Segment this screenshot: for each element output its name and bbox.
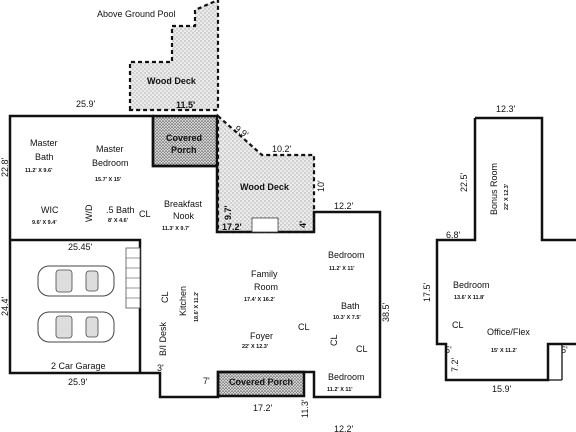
foyer-size: 22' X 12.3' [242, 344, 269, 350]
bedroom-3-label: Bedroom [328, 372, 365, 382]
dimension-label: 11.5' [176, 100, 195, 110]
covered-porch-front-shape [216, 370, 306, 398]
dimension-label: 12.2' [334, 201, 354, 211]
dimension-label: 10' [316, 180, 326, 192]
main-house-outline [8, 114, 382, 399]
bedroom-3-size: 11.2' X 11' [327, 387, 353, 393]
dimension-label: 25.9' [76, 99, 96, 109]
dimension-label: 22.5' [459, 172, 469, 192]
wic-size: 9.6' X 9.4' [32, 220, 57, 226]
master-bedroom-label-2: Bedroom [92, 158, 129, 168]
deck-stairs [251, 217, 279, 233]
bedroom-up-size: 13.6' X 11.8' [454, 295, 485, 301]
wood-deck-top-label: Wood Deck [147, 76, 197, 86]
office-flex-label: Office/Flex [487, 327, 530, 337]
bath-2-label: Bath [341, 301, 360, 311]
kitchen-size: 18.6' X 11.2' [194, 291, 200, 322]
closet-label: CL [160, 291, 170, 303]
dimension-label: 6.8' [446, 230, 461, 240]
dimension-label: 3' [157, 363, 164, 373]
dimension-label: 25.9' [68, 377, 88, 387]
wood-deck-top-shape [128, 0, 220, 112]
breakfast-nook-label-2: Nook [173, 211, 195, 221]
dimension-label: 24.4' [0, 296, 10, 316]
desk-label: B/I Desk [158, 321, 168, 356]
master-bedroom-label: Master [96, 144, 124, 154]
office-flex-size: 15' X 11.2' [491, 348, 518, 354]
car-icon [37, 265, 115, 297]
wic-label: WIC [41, 205, 59, 215]
foyer-label: Foyer [250, 331, 273, 341]
dimension-label: 17.2' [222, 222, 242, 232]
closet-label: CL [139, 209, 151, 219]
upper-floor-stair [548, 343, 576, 381]
upper-floor-outline [435, 116, 576, 382]
garage-walls [10, 238, 142, 373]
family-room-label: Family [251, 269, 278, 279]
dimension-label: 25.45' [68, 242, 93, 252]
family-room-label-2: Room [254, 282, 278, 292]
covered-porch-top-label: Covered [166, 133, 202, 143]
covered-porch-top-label-2: Porch [171, 145, 197, 155]
wood-deck-right-label: Wood Deck [240, 182, 290, 192]
closet-label: CL [298, 322, 310, 332]
bonus-room-label: Bonus Room [489, 163, 499, 215]
kitchen-label: Kitchen [178, 286, 188, 316]
dimension-label: 5' [561, 345, 568, 355]
dimension-label: 12.2' [334, 424, 354, 432]
half-bath-size: 8' X 4.6' [108, 218, 129, 224]
garage-step-lines [126, 257, 140, 299]
covered-porch-front-label: Covered Porch [229, 377, 293, 387]
dimension-label: 7.2' [450, 357, 460, 372]
bedroom-2-label: Bedroom [328, 250, 365, 260]
master-bath-label-2: Bath [35, 152, 54, 162]
master-bath-label: Master [30, 138, 58, 148]
closet-label: CL [452, 320, 464, 330]
dimension-label: 17.2' [253, 403, 273, 413]
garage-label: 2 Car Garage [51, 361, 106, 371]
pool-label: Above Ground Pool [97, 9, 176, 19]
bedroom-up-label: Bedroom [453, 280, 490, 290]
dimension-label: 11.3' [300, 399, 310, 418]
dimension-label: 38.5' [381, 302, 391, 322]
dimension-label: 15.9' [492, 384, 512, 394]
bonus-room-size: 22' X 12.3' [504, 183, 510, 210]
closet-label: CL [356, 344, 368, 354]
bedroom-2-size: 11.2' X 11' [329, 266, 355, 272]
breakfast-nook-size: 11.3' X 9.7' [162, 226, 190, 232]
breakfast-nook-label: Breakfast [164, 199, 203, 209]
closet-label: CL [329, 334, 339, 346]
master-bedroom-size: 15.7' X 15' [95, 177, 122, 183]
master-bath-size: 11.2' X 9.6' [25, 168, 53, 174]
dimension-label: 7' [203, 376, 210, 386]
half-bath-label: .5 Bath [106, 205, 135, 215]
dimension-label: 17.5' [422, 282, 432, 302]
dimension-label: 9.7' [223, 205, 233, 220]
dimension-label: 12.3' [496, 104, 516, 114]
dimension-label: 22.8' [0, 157, 10, 177]
dimension-label: 10.2' [272, 144, 292, 154]
dimension-label: 5' [445, 345, 452, 355]
bath-2-size: 10.3' X 7.5' [333, 315, 361, 321]
car-icon [37, 311, 115, 343]
family-room-size: 17.4' X 16.2' [244, 297, 275, 303]
wd-label: W/D [84, 204, 94, 222]
dimension-label: 4' [298, 221, 308, 228]
